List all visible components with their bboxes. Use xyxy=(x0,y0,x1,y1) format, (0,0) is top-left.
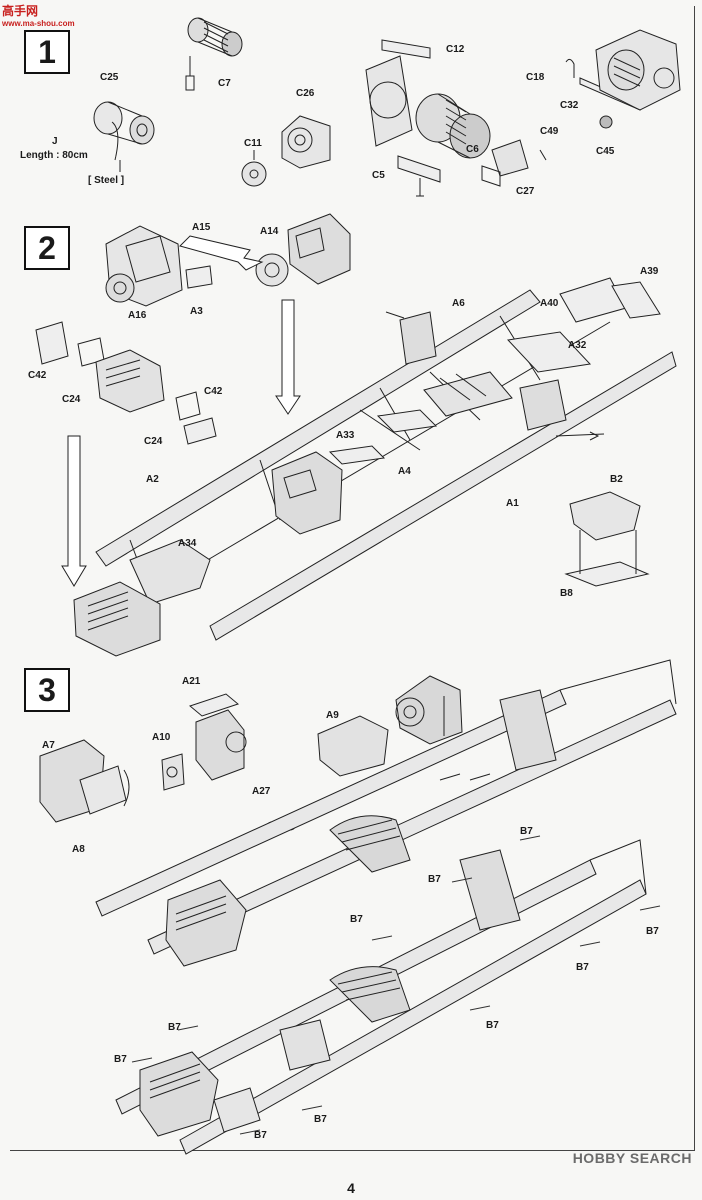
label-length: Length : 80cm xyxy=(20,150,88,161)
label-a15: A15 xyxy=(192,222,211,233)
part-a9 xyxy=(317,675,463,777)
b7-bracket-marks xyxy=(131,835,661,1135)
label-b7-4: B7 xyxy=(646,926,659,937)
label-b8: B8 xyxy=(560,588,573,599)
chassis-frame-step2 xyxy=(73,277,677,657)
part-a14 xyxy=(255,213,351,287)
label-c32: C32 xyxy=(560,100,579,111)
label-a3: A3 xyxy=(190,306,203,317)
label-a8: A8 xyxy=(72,844,85,855)
page-number: 4 xyxy=(347,1180,355,1196)
label-a16: A16 xyxy=(128,310,147,321)
part-c42-c24-left xyxy=(35,321,217,445)
part-winch-assembly xyxy=(365,39,547,197)
label-a7: A7 xyxy=(42,740,55,751)
label-steel: [ Steel ] xyxy=(88,175,125,186)
label-b7-2: B7 xyxy=(428,874,441,885)
label-b2: B2 xyxy=(610,474,623,485)
label-c26: C26 xyxy=(296,88,315,99)
page-frame xyxy=(10,6,695,1151)
label-c7: C7 xyxy=(218,78,231,89)
label-a34: A34 xyxy=(178,538,197,549)
label-c49: C49 xyxy=(540,126,559,137)
label-a40: A40 xyxy=(540,298,559,309)
chassis-frame-step3-upper xyxy=(95,659,677,967)
assembly-arrow-3 xyxy=(61,435,87,587)
label-a9: A9 xyxy=(326,710,339,721)
part-b2-b8 xyxy=(564,491,650,587)
label-c12: C12 xyxy=(446,44,465,55)
label-a32: A32 xyxy=(568,340,587,351)
step-1-box: 1 xyxy=(24,30,70,74)
label-a39: A39 xyxy=(640,266,659,277)
label-b7-1: B7 xyxy=(520,826,533,837)
label-c5: C5 xyxy=(372,170,385,181)
site-logo-text: 高手网 xyxy=(2,4,39,18)
label-b7-8: B7 xyxy=(114,1054,127,1065)
label-a2: A2 xyxy=(146,474,159,485)
label-c6: C6 xyxy=(466,144,479,155)
chassis-frame-step3-lower xyxy=(115,839,647,1155)
label-a6: A6 xyxy=(452,298,465,309)
label-b7-7: B7 xyxy=(168,1022,181,1033)
label-b7-9: B7 xyxy=(314,1114,327,1125)
label-j: J xyxy=(52,136,58,147)
label-a27: A27 xyxy=(252,786,271,797)
label-c25: C25 xyxy=(100,72,119,83)
part-a15-a16 xyxy=(105,225,183,307)
label-a33: A33 xyxy=(336,430,355,441)
label-a4: A4 xyxy=(398,466,411,477)
label-a1: A1 xyxy=(506,498,519,509)
label-a21: A21 xyxy=(182,676,201,687)
site-logo: 高手网 www.ma-shou.com xyxy=(2,2,75,28)
label-b7-6: B7 xyxy=(486,1020,499,1031)
part-c11 xyxy=(241,150,267,187)
hobby-search-watermark: HOBBY SEARCH xyxy=(572,1150,692,1166)
part-c25-spool xyxy=(93,101,155,161)
label-b7-3: B7 xyxy=(350,914,363,925)
part-c26 xyxy=(281,115,331,169)
label-c42-left: C42 xyxy=(28,370,47,381)
assembly-arrow-2 xyxy=(275,299,301,415)
label-c27: C27 xyxy=(516,186,535,197)
label-a14: A14 xyxy=(260,226,279,237)
part-a21-a10 xyxy=(161,693,247,791)
part-c7-drum xyxy=(185,17,243,91)
label-c24-left: C24 xyxy=(62,394,81,405)
part-a7-a8 xyxy=(39,739,130,823)
label-b7-10: B7 xyxy=(254,1130,267,1141)
label-c11: C11 xyxy=(244,138,262,149)
part-winch-assembly-right xyxy=(565,29,681,129)
label-c42-right: C42 xyxy=(204,386,223,397)
part-a3 xyxy=(185,265,213,289)
label-c45: C45 xyxy=(596,146,615,157)
assembly-arrow-1 xyxy=(179,235,264,271)
label-b7-5: B7 xyxy=(576,962,589,973)
site-logo-url: www.ma-shou.com xyxy=(2,19,75,28)
label-a10: A10 xyxy=(152,732,171,743)
step-2-box: 2 xyxy=(24,226,70,270)
step-3-box: 3 xyxy=(24,668,70,712)
label-c24-right: C24 xyxy=(144,436,163,447)
label-c18: C18 xyxy=(526,72,545,83)
